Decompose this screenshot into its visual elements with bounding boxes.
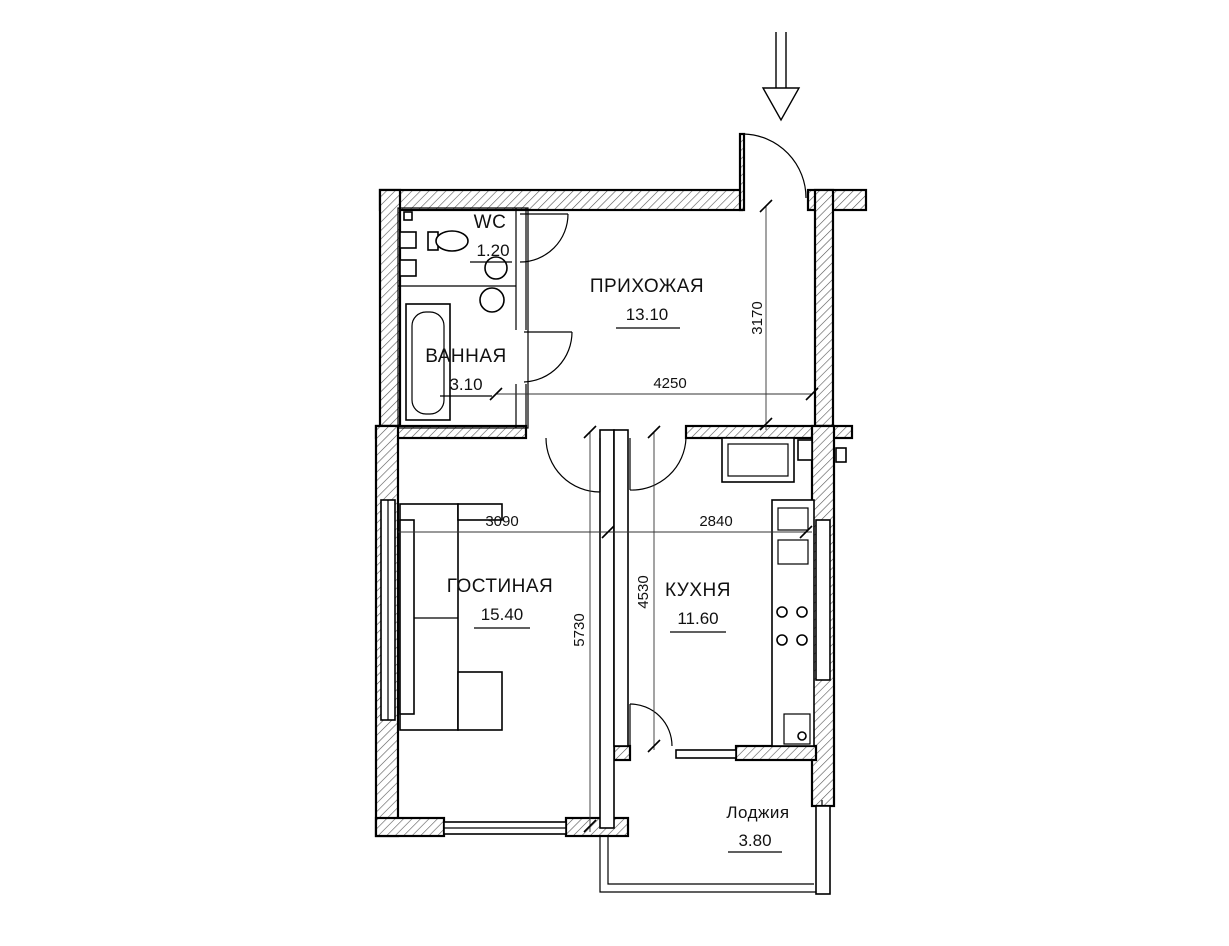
room-name-living: ГОСТИНАЯ bbox=[447, 576, 553, 597]
room-name-wc: WC bbox=[474, 212, 507, 233]
dimension-living-depth: 5730 bbox=[571, 613, 588, 646]
room-label-bath: ВАННАЯ 3.10 bbox=[425, 346, 507, 397]
room-label-loggia: Лоджия 3.80 bbox=[726, 803, 789, 853]
loggia-outline bbox=[599, 800, 831, 895]
room-area-hall: 13.10 bbox=[626, 305, 669, 324]
room-label-kitchen: КУХНЯ 11.60 bbox=[665, 580, 731, 633]
room-name-kitchen: КУХНЯ bbox=[665, 580, 731, 601]
dimension-hall-width: 4250 bbox=[653, 375, 686, 392]
room-label-hall: ПРИХОЖАЯ 13.10 bbox=[590, 276, 704, 329]
entrance-arrow-icon bbox=[761, 32, 801, 122]
dimension-kitchen-depth: 4530 bbox=[635, 575, 652, 608]
room-name-loggia: Лоджия bbox=[726, 803, 789, 822]
room-label-living: ГОСТИНАЯ 15.40 bbox=[447, 576, 553, 629]
dimension-hall-depth: 3170 bbox=[749, 301, 766, 334]
windows bbox=[380, 499, 831, 835]
room-area-bath: 3.10 bbox=[449, 375, 482, 394]
room-label-wc: WC 1.20 bbox=[470, 212, 512, 263]
sofa bbox=[399, 503, 503, 731]
fixtures bbox=[399, 211, 847, 747]
room-area-loggia: 3.80 bbox=[738, 831, 771, 850]
dimension-kitchen-width: 2840 bbox=[699, 513, 732, 530]
dimension-living-width: 3090 bbox=[485, 513, 518, 530]
room-area-kitchen: 11.60 bbox=[677, 609, 718, 628]
room-area-wc: 1.20 bbox=[476, 241, 509, 260]
dimension-lines bbox=[398, 199, 819, 833]
room-area-living: 15.40 bbox=[481, 605, 524, 624]
room-name-hall: ПРИХОЖАЯ bbox=[590, 276, 704, 297]
room-name-bath: ВАННАЯ bbox=[425, 346, 507, 367]
